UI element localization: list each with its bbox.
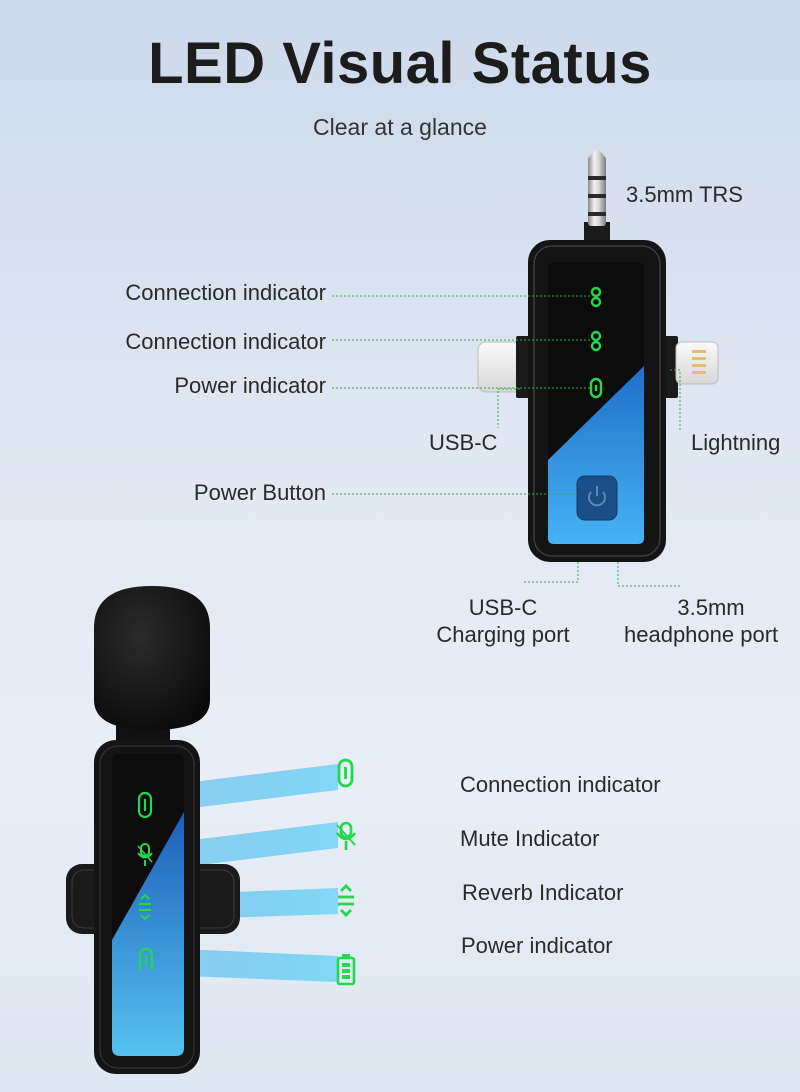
label-connection-indicator-2: Connection indicator	[125, 329, 326, 354]
mic-led-connection	[137, 791, 153, 819]
link-icon	[337, 758, 354, 788]
label-power-button: Power Button	[193, 480, 326, 505]
label-power-indicator: Power indicator	[174, 373, 326, 398]
mic-led-reverb	[139, 893, 151, 921]
label-mic-connection-indicator: Connection indicator	[460, 772, 661, 797]
label-usbc: USB-C	[429, 430, 498, 455]
receiver-led-connection-2	[590, 330, 602, 352]
trs-jack	[584, 150, 610, 242]
receiver-led-connection-1	[590, 286, 602, 308]
label-charging-port: USB-C Charging port	[418, 594, 588, 648]
power-button	[576, 475, 618, 521]
transmitter-device	[66, 586, 338, 1074]
label-charging-port-line2: Charging port	[436, 622, 570, 647]
label-headphone-port-line1: 3.5mm	[677, 595, 745, 620]
label-headphone-port: 3.5mm headphone port	[622, 594, 800, 648]
reverb-icon	[338, 884, 354, 917]
label-charging-port-line1: USB-C	[468, 595, 538, 620]
label-mic-power-indicator: Power indicator	[461, 933, 613, 958]
battery-icon	[336, 954, 356, 986]
mic-led-power	[138, 947, 154, 970]
page-title: LED Visual Status	[148, 31, 652, 96]
lightning-connector	[664, 336, 719, 398]
label-lightning: Lightning	[691, 430, 781, 455]
label-mute-indicator: Mute Indicator	[460, 826, 600, 851]
receiver-leader-lines	[332, 295, 681, 587]
page-subtitle: Clear at a glance	[313, 114, 487, 140]
label-headphone-port-line2: headphone port	[624, 622, 779, 647]
receiver-led-power	[589, 377, 603, 399]
label-connection-indicator-1: Connection indicator	[125, 280, 326, 305]
microphone-icon	[335, 821, 357, 850]
receiver-device	[477, 150, 719, 562]
label-trs-jack: 3.5mm TRS	[626, 182, 743, 207]
label-reverb-indicator: Reverb Indicator	[462, 880, 624, 905]
mic-led-mute	[137, 843, 153, 866]
